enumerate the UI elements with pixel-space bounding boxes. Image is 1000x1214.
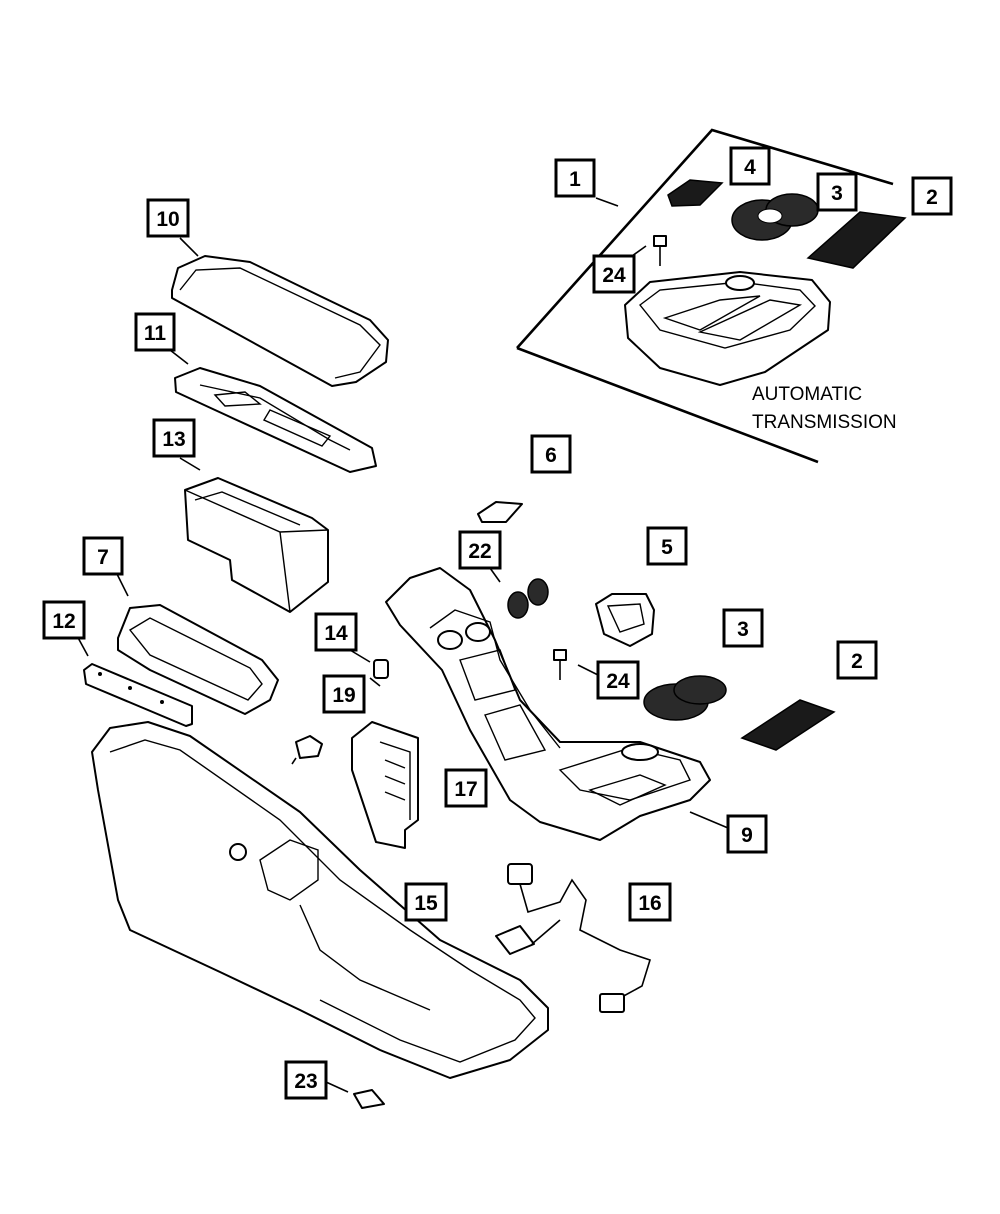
callout-11-number: 11 [144,322,167,345]
callout-2-inset-number: 2 [926,186,938,209]
callout-13: 13 [152,418,196,458]
small-bezel-part [477,501,523,523]
callout-17: 17 [444,768,488,808]
callout-12: 12 [42,600,86,640]
callout-24-inset-number: 24 [602,264,626,287]
callout-9-number: 9 [741,824,753,847]
callout-2-inset: 2 [911,176,953,216]
callout-1-number: 1 [569,168,581,191]
callout-24-inset: 24 [592,254,636,294]
inset-vent-part [667,179,724,207]
callout-3-inset: 3 [816,172,858,212]
callout-24: 24 [596,660,640,700]
cup-coil-part [643,675,727,721]
connector-part [291,735,323,765]
callout-4: 4 [729,146,771,186]
inset-cup-coil-part [731,193,819,241]
callout-22-number: 22 [468,540,491,563]
callout-2-number: 2 [851,650,863,673]
clip-part [353,1089,385,1109]
callout-3-number: 3 [737,618,749,641]
mat-part [740,699,836,751]
callout-23-number: 23 [294,1070,317,1093]
inset-mat-part [806,211,907,269]
callout-16-number: 16 [638,892,661,915]
callout-3-inset-number: 3 [831,182,843,205]
callout-24-number: 24 [606,670,630,693]
callout-5: 5 [646,526,688,566]
callout-4-number: 4 [744,156,756,179]
callout-3: 3 [722,608,764,648]
callout-15: 15 [404,882,448,922]
callout-14: 14 [314,612,358,652]
callout-17-number: 17 [454,778,477,801]
callout-19-number: 19 [332,684,355,707]
console-bezel-part [385,567,711,841]
callout-12-number: 12 [52,610,75,633]
callout-2: 2 [836,640,878,680]
callout-1: 1 [554,158,596,198]
leader-lines [75,197,729,1093]
callout-15-number: 15 [414,892,438,915]
callout-6-number: 6 [545,444,557,467]
screw-part [553,649,567,680]
bracket-part [83,663,193,727]
inset-screw-part [653,235,667,266]
callout-23: 23 [284,1060,328,1100]
callout-16: 16 [628,882,672,922]
callout-13-number: 13 [162,428,185,451]
callout-9: 9 [726,814,768,854]
callout-10-number: 10 [156,208,179,231]
storage-bin-part [184,477,329,613]
callout-19: 19 [322,674,366,714]
callout-14-number: 14 [324,622,348,645]
callout-5-number: 5 [661,536,673,559]
callout-10: 10 [146,198,190,238]
automatic-transmission-inset: AUTOMATIC TRANSMISSION [516,128,907,464]
cup-holder-part [595,593,655,647]
power-outlet-part [495,863,651,1013]
hinge-plate-part [174,367,377,473]
callout-6: 6 [530,434,572,474]
callout-11: 11 [134,312,176,352]
mount-bracket-part [351,721,419,849]
console-body-part [91,721,549,1079]
inset-label-line2: TRANSMISSION [752,412,897,433]
tray-part [117,604,279,715]
inset-bezel-part [624,271,831,386]
inset-label-line1: AUTOMATIC [752,384,862,405]
callout-7-number: 7 [97,546,109,569]
callout-7: 7 [82,536,124,576]
callout-22: 22 [458,530,502,570]
armrest-lid-part [171,255,389,387]
switch-part [369,659,389,687]
plugs-part [507,578,549,619]
